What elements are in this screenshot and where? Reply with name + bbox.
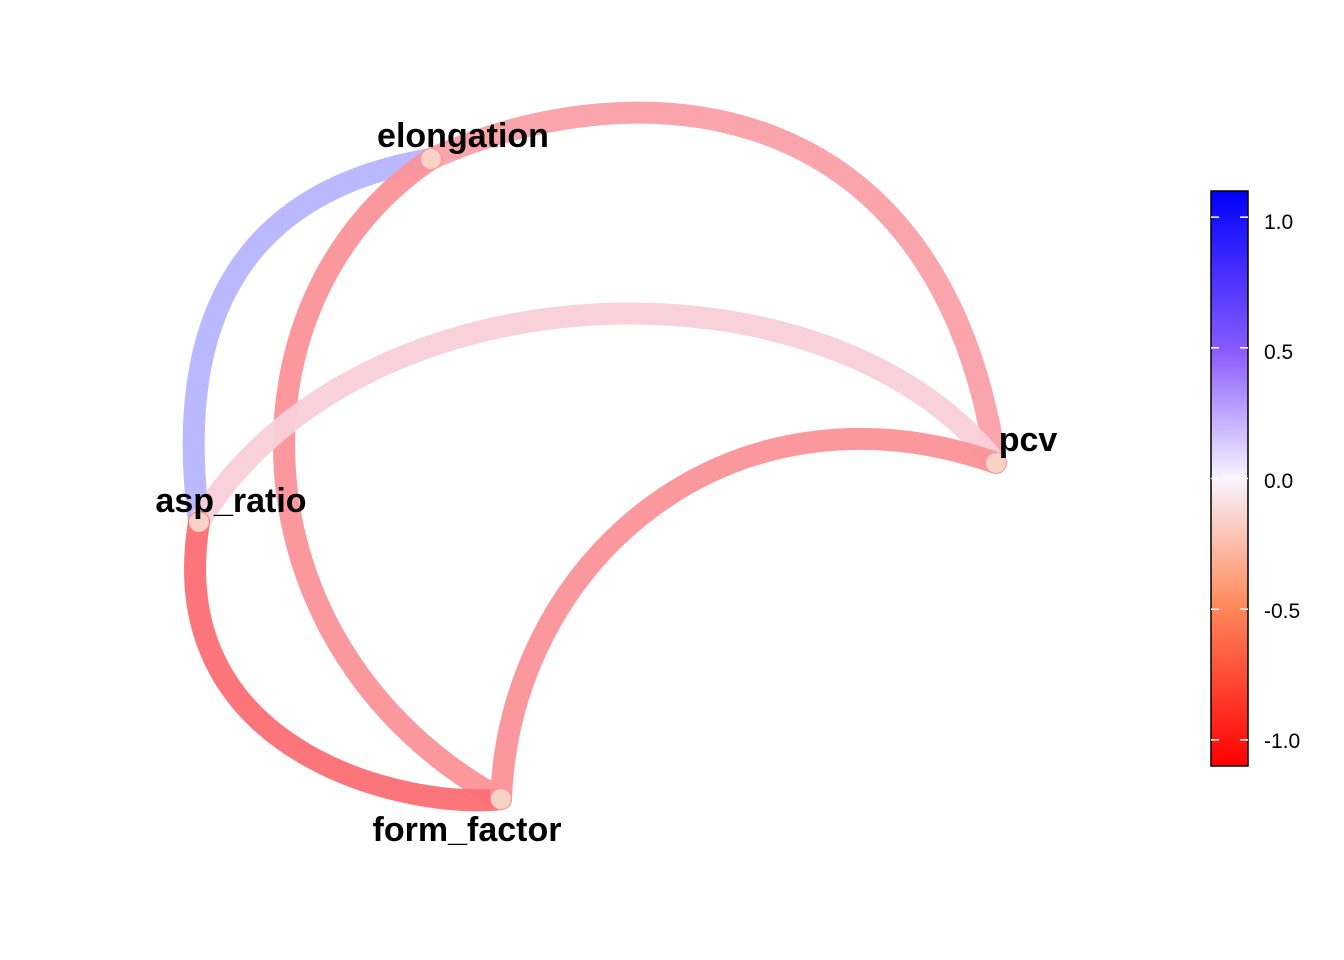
node-label-form-factor: form_factor (373, 811, 562, 849)
node-label-pcv: pcv (999, 421, 1058, 459)
node-point-form-factor (491, 789, 511, 809)
colorbar-tick-label-minus-1: -1.0 (1264, 730, 1300, 753)
node-point-asp-ratio (189, 512, 209, 532)
edge-asp-ratio-pcv (188, 302, 1007, 533)
edge-elongation-pcv (420, 101, 1007, 474)
colorbar-tick-label-0-5: 0.5 (1264, 341, 1293, 364)
edge-asp-ratio-form-factor (184, 511, 512, 812)
colorbar: 1.0 0.5 0.0 -0.5 -1.0 (1210, 190, 1300, 767)
node-point-elongation (421, 149, 441, 169)
nodes-layer (189, 149, 1006, 809)
colorbar-tick-label-1: 1.0 (1264, 211, 1293, 234)
colorbar-ticks (1211, 216, 1248, 741)
node-label-elongation: elongation (377, 117, 549, 155)
edge-pcv-form-factor (490, 427, 1007, 810)
edge-elongation-asp-ratio (182, 148, 442, 533)
colorbar-tick-label-0: 0.0 (1264, 470, 1293, 493)
edge-elongation-form-factor (273, 148, 512, 810)
edges-layer (182, 101, 1007, 812)
node-label-asp-ratio: asp_ratio (155, 482, 306, 520)
node-labels: elongation pcv asp_ratio form_factor (155, 117, 1057, 849)
colorbar-tick-label-minus-0-5: -0.5 (1264, 600, 1300, 623)
node-point-pcv (986, 453, 1006, 473)
